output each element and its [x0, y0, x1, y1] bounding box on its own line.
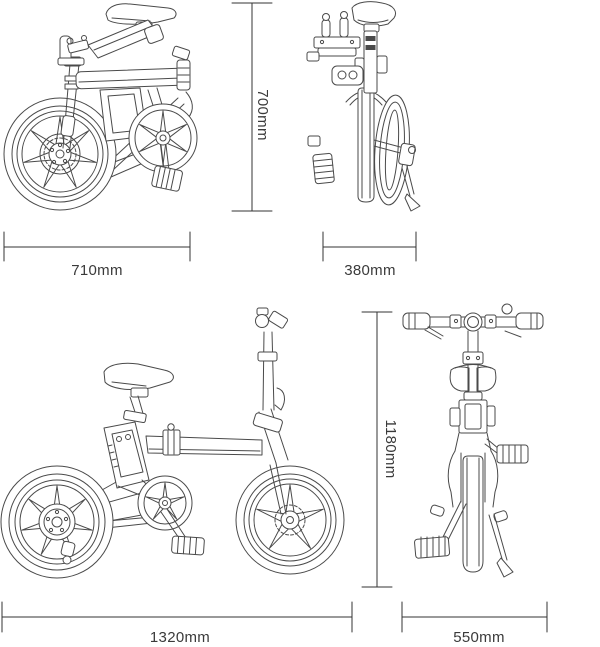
left-pedal — [312, 152, 335, 185]
front-wheel — [3, 97, 117, 211]
reflector — [307, 135, 321, 147]
front-wheel — [345, 87, 387, 203]
crank-wheel — [128, 103, 198, 173]
folded-stem — [87, 19, 164, 59]
frame-column — [449, 363, 496, 452]
crank-wheel — [137, 475, 193, 542]
folded-bike-side-drawing — [3, 3, 198, 211]
main-beam — [75, 67, 185, 90]
dim-label-length: 1320mm — [149, 629, 211, 646]
front-wheel — [462, 455, 484, 573]
pedal — [171, 535, 205, 556]
folded-bike-front-drawing — [306, 1, 421, 212]
dim-label-folded-height: 700mm — [254, 89, 271, 141]
dim-label-folded-width: 710mm — [71, 262, 123, 279]
head-tube-stack — [171, 45, 193, 119]
axle-knob-right — [493, 510, 508, 523]
dim-label-width: 550mm — [453, 629, 505, 646]
axle-knob-left — [430, 504, 445, 517]
motor-box — [331, 65, 364, 86]
head-tube-fork — [252, 408, 289, 515]
seat-post-column — [354, 30, 388, 94]
brake-lever-right — [504, 330, 522, 338]
saddle — [351, 1, 396, 33]
dim-label-folded-depth: 380mm — [344, 262, 396, 279]
dim-line-width-710 — [3, 231, 191, 262]
handlebar-cluster — [57, 35, 89, 66]
handlebar-cluster — [306, 11, 361, 62]
brake-lever-left — [424, 326, 444, 340]
hinge-latch — [162, 429, 181, 456]
dim-line-height-700 — [231, 2, 273, 212]
bike-front-drawing — [402, 303, 544, 578]
left-pedal — [414, 500, 467, 559]
dim-line-width-550 — [401, 601, 548, 633]
crank-arm-right — [373, 139, 416, 167]
front-wheel — [235, 465, 345, 575]
main-beam — [145, 423, 263, 456]
saddle — [103, 362, 174, 424]
right-pedal — [484, 438, 529, 464]
dim-line-width-380 — [322, 231, 417, 262]
kickstand — [488, 513, 514, 578]
dim-line-width-1320 — [1, 601, 353, 633]
dim-label-height: 1180mm — [382, 419, 399, 479]
stem-and-handlebar — [255, 307, 289, 411]
battery-panel — [103, 421, 159, 501]
fork — [447, 450, 499, 508]
saddle — [449, 364, 497, 392]
dimension-lines — [1, 2, 548, 633]
stem — [462, 330, 484, 365]
dim-line-height-1180 — [361, 311, 393, 588]
pedal — [151, 165, 183, 192]
bell — [501, 303, 513, 315]
handlebar — [402, 303, 544, 340]
bike-side-drawing — [0, 307, 345, 579]
rear-wheel — [0, 465, 114, 579]
kickstand — [401, 165, 421, 212]
